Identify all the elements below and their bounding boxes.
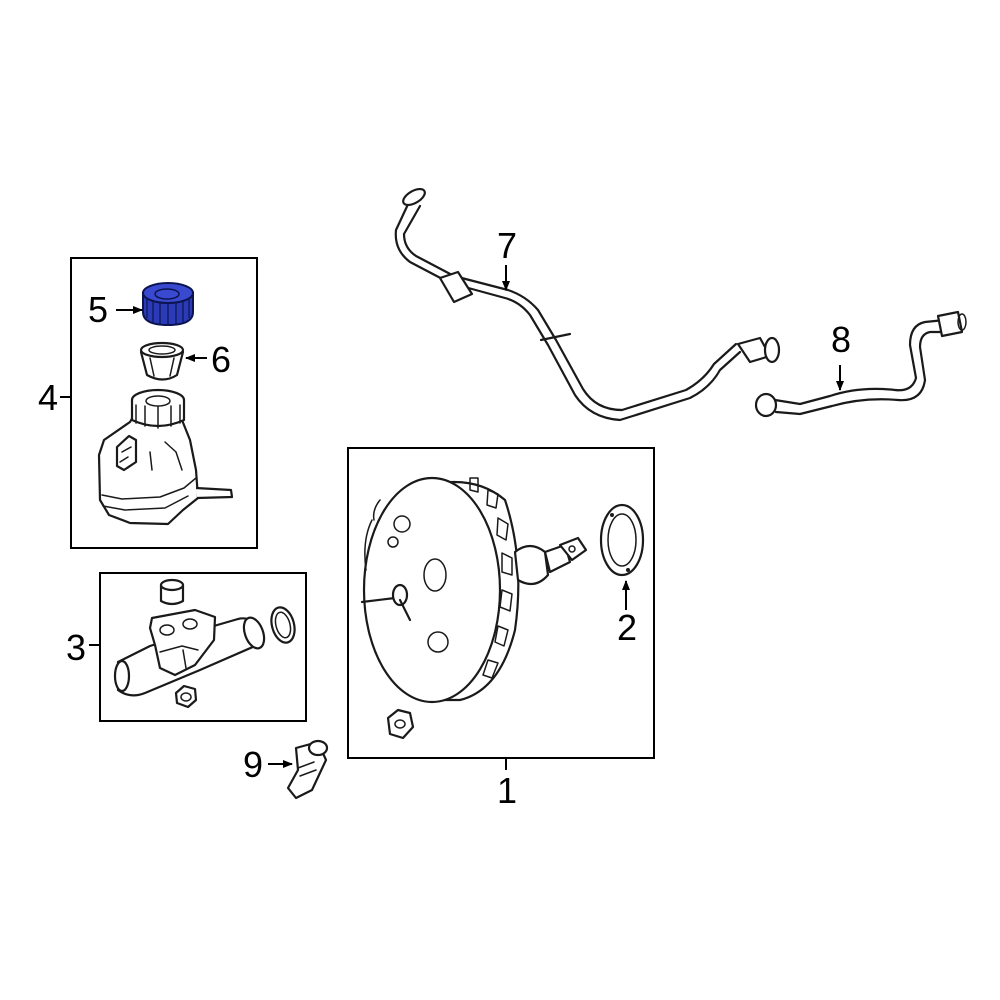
callout-8: 8	[831, 319, 851, 360]
sensor-part-9[interactable]	[286, 739, 329, 800]
booster-group	[347, 447, 655, 770]
gasket-part-2[interactable]	[599, 503, 645, 577]
callout-9: 9	[243, 744, 263, 785]
brake-booster-part-1[interactable]	[360, 476, 588, 740]
strainer-part-6[interactable]	[139, 341, 185, 381]
vacuum-hose-part-7[interactable]	[394, 186, 781, 422]
callout-1: 1	[497, 770, 517, 811]
reservoir-cap-part-5[interactable]	[142, 282, 194, 327]
master-cylinder-part-3[interactable]	[113, 578, 298, 709]
callout-7: 7	[497, 225, 517, 266]
reservoir-body-part-4[interactable]	[97, 388, 234, 526]
callout-6: 6	[211, 339, 231, 380]
callout-5: 5	[88, 289, 108, 330]
vacuum-line-part-8[interactable]	[754, 310, 967, 418]
reservoir-group	[60, 257, 258, 549]
callout-3: 3	[66, 627, 86, 668]
master-cylinder-group-box	[99, 572, 307, 722]
callout-4: 4	[38, 377, 58, 418]
reservoir-group-box	[70, 257, 258, 549]
booster-group-box	[347, 447, 655, 759]
callout-2: 2	[617, 607, 637, 648]
master-cylinder-group	[89, 572, 307, 722]
